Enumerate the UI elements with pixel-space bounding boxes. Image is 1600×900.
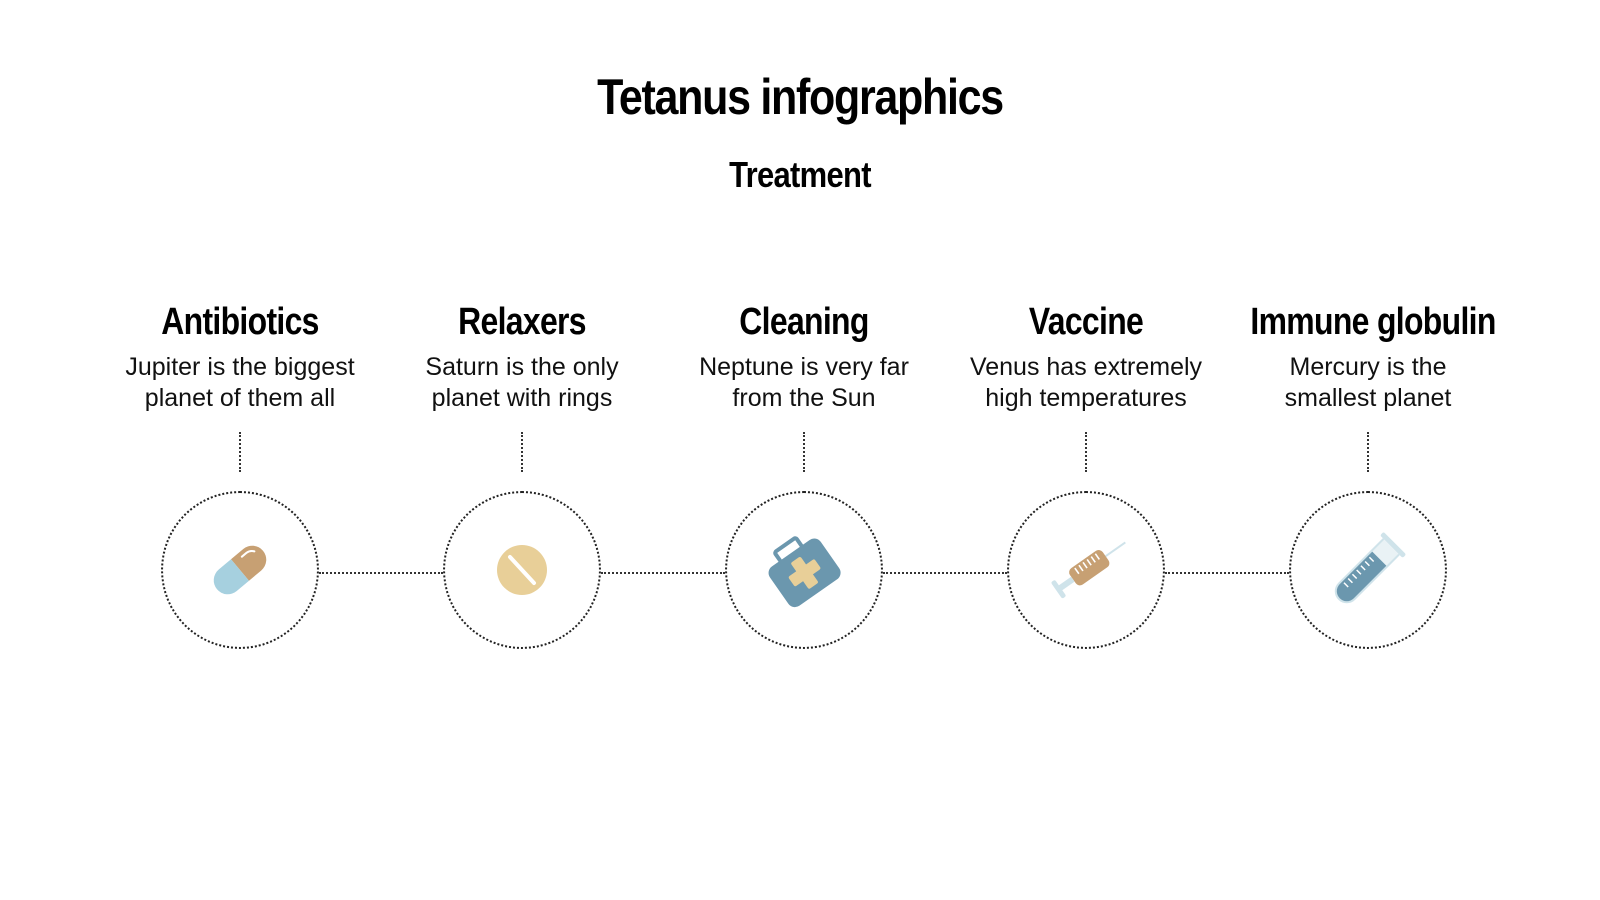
- vertical-connector: [521, 432, 523, 472]
- pill-tablet-icon: [492, 540, 552, 600]
- first-aid-kit-icon: [759, 525, 849, 615]
- step-title: Relaxers: [458, 301, 586, 343]
- icon-circle: [1007, 491, 1165, 649]
- vertical-connector: [803, 432, 805, 472]
- step-title: Vaccine: [1028, 301, 1144, 343]
- icon-circle: [725, 491, 883, 649]
- horizontal-connector: [319, 572, 443, 574]
- syringe-icon: [1036, 525, 1136, 615]
- horizontal-connector: [1165, 572, 1289, 574]
- icon-circle: [443, 491, 601, 649]
- page-title: Tetanus infographics: [597, 69, 1004, 125]
- vertical-connector: [1367, 432, 1369, 472]
- vertical-connector: [1085, 432, 1087, 472]
- vertical-connector: [239, 432, 241, 472]
- step-title: Antibiotics: [161, 301, 319, 343]
- icon-circle: [1289, 491, 1447, 649]
- step-title: Cleaning: [739, 301, 869, 343]
- page-subtitle: Treatment: [729, 154, 871, 195]
- step-title: Immune globulin: [1250, 301, 1496, 343]
- icon-circle: [161, 491, 319, 649]
- horizontal-connector: [883, 572, 1007, 574]
- capsule-icon: [200, 530, 280, 610]
- horizontal-connector: [601, 572, 725, 574]
- test-tube-icon: [1318, 520, 1418, 620]
